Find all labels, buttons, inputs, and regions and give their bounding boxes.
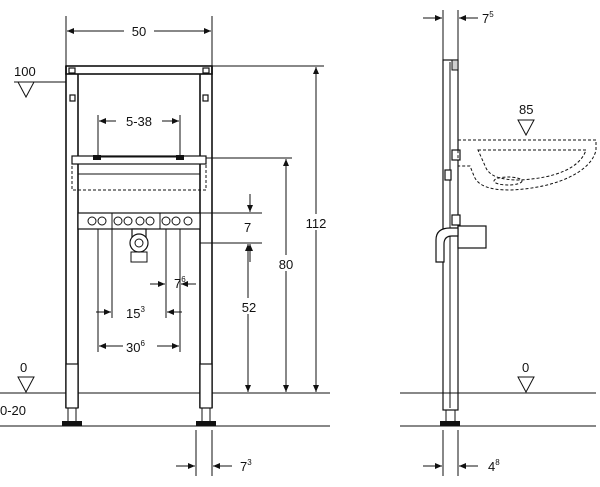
spacing-7-label: 7 [244,220,251,235]
foot-offset-label: 73 [240,458,252,474]
spacing-153-label: 153 [126,305,145,321]
height-80-label: 80 [279,257,293,272]
drain-outlet-icon [129,233,149,253]
side-zero-marker-icon [517,376,535,394]
top-right-clip-icon [202,67,210,74]
zero-level-label: 0 [20,360,27,375]
right-foot-icon [196,421,216,426]
side-foot-icon [440,421,460,426]
floor-range-label: 0-20 [0,403,26,418]
level-marker-icon [17,81,35,99]
width-label: 50 [132,24,146,39]
basin-level-marker-icon [517,119,535,137]
side-zero-level-label: 0 [522,360,529,375]
left-foot-icon [62,421,82,426]
bracket-right-icon [176,155,184,160]
bracket-left-icon [93,155,101,160]
drain-pipe-icon [435,227,459,263]
spacing-76-label: 76 [174,275,186,291]
height-52-label: 52 [242,300,256,315]
washbasin-outline [457,139,597,191]
zero-level-marker-icon [17,376,35,394]
depth-75-label: 75 [482,10,494,26]
side-view: 75 85 0 48 [400,10,597,476]
spacing-306-label: 306 [126,339,145,355]
height-112-label: 112 [306,216,327,231]
front-view: 50 100 5-38 [0,16,331,476]
trap-block [457,225,487,249]
top-left-clip-icon [68,67,76,74]
hanger-range-label: 5-38 [126,114,152,129]
foot-depth-label: 48 [488,458,500,474]
basin-level-label: 85 [519,102,533,117]
top-level-label: 100 [14,64,36,79]
